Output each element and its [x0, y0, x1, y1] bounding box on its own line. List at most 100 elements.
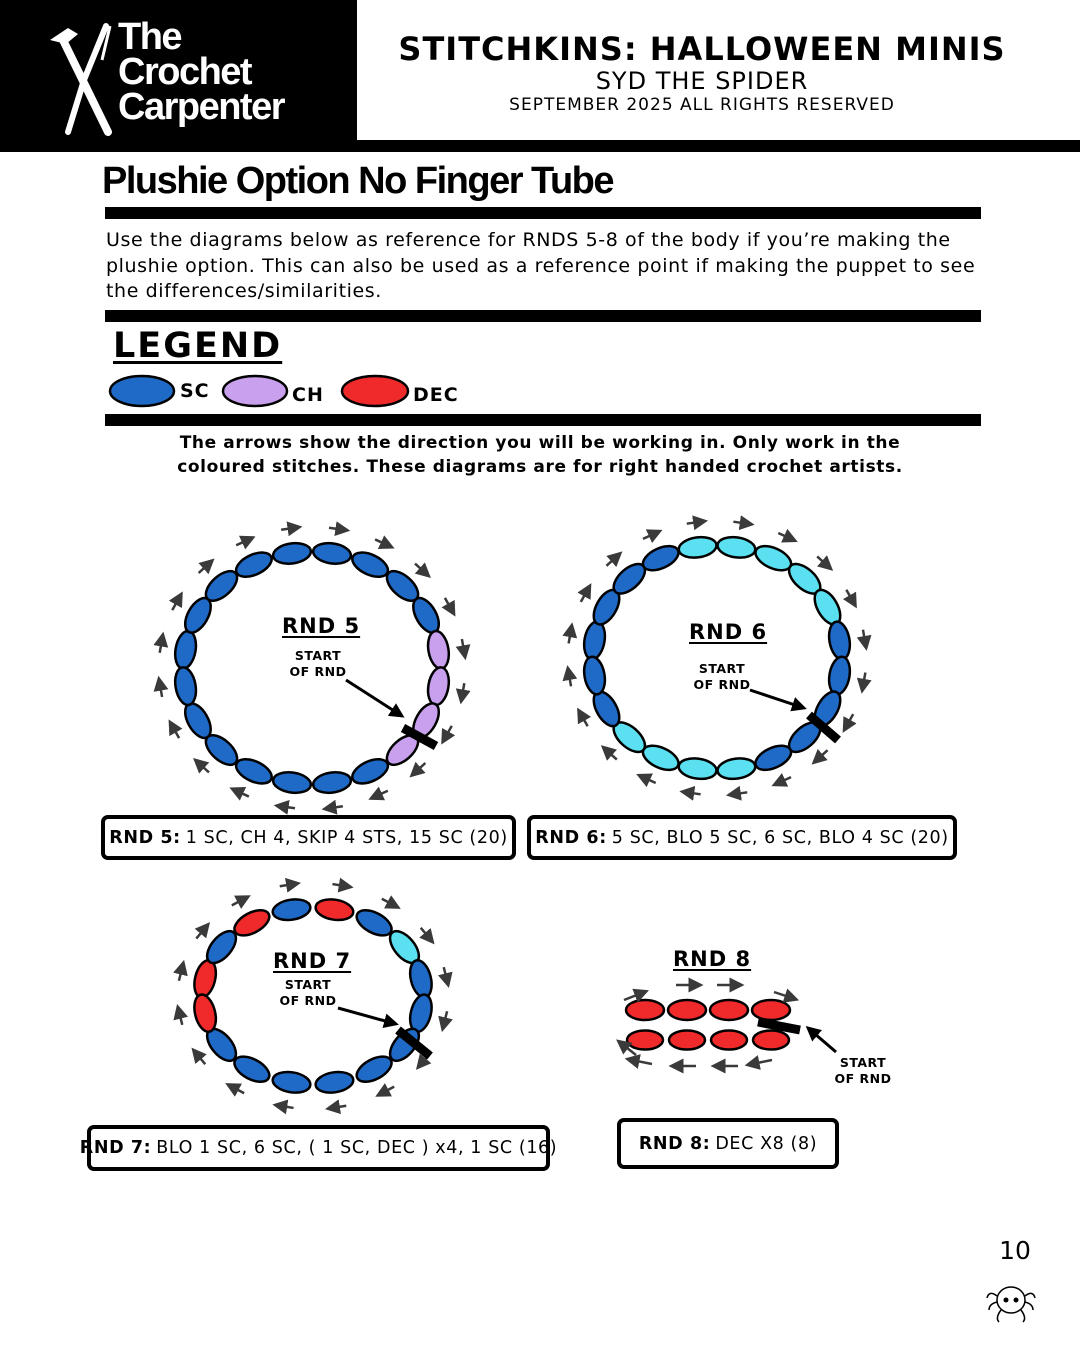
- rnd6-direction-arrow: [816, 555, 834, 571]
- rnd6-direction-arrow: [562, 665, 578, 687]
- start-text: START: [284, 977, 332, 992]
- rnd7-direction-arrow: [332, 877, 354, 893]
- rnd6-direction-arrow: [725, 785, 748, 801]
- intro-paragraph: Use the diagrams below as reference for …: [106, 229, 976, 302]
- rnd6-direction-arrow: [856, 672, 872, 694]
- rnd8-direction-arrow: [623, 988, 649, 1003]
- rnd7-stitch: [355, 909, 393, 937]
- rnd8-caption: RND 8:DEC X8 (8): [617, 1118, 839, 1169]
- rnd7-stitch: [314, 898, 355, 922]
- caption-text: 5 SC, BLO 5 SC, 6 SC, BLO 4 SC (20): [611, 827, 949, 848]
- rnd6-direction-arrow: [600, 745, 618, 761]
- rnd7-stitch: [271, 898, 312, 922]
- rnd7-stitch: [271, 1070, 312, 1094]
- rnd8-stitch: [624, 998, 666, 1022]
- rnd5-direction-arrow: [280, 521, 303, 537]
- rnd5-direction-arrow: [455, 638, 471, 661]
- rnd8-direction-arrow: [616, 1039, 637, 1056]
- rnd7-start-marker: [395, 1026, 433, 1060]
- rnd7-start-label: START OF RND: [273, 977, 343, 1009]
- rnd7-direction-arrow: [419, 927, 435, 945]
- rnd5-direction-arrow: [235, 535, 256, 550]
- divider: [105, 414, 981, 426]
- rnd6-direction-arrow: [842, 713, 857, 733]
- rnd6-stitch: [827, 655, 852, 696]
- rnd7-direction-arrow: [438, 966, 453, 989]
- rnd5-start-marker: [400, 724, 439, 750]
- rnd6-caption: RND 6:5 SC, BLO 5 SC, 6 SC, BLO 4 SC (20…: [527, 815, 957, 860]
- rnd7-direction-arrow: [438, 1010, 453, 1033]
- rnd6-direction-arrow: [686, 515, 709, 531]
- spider-mascot-icon: [986, 1286, 1036, 1323]
- rnd5-direction-arrow: [168, 719, 183, 739]
- logo-line: Carpenter: [118, 86, 286, 128]
- rnd7-direction-arrow: [375, 1083, 395, 1097]
- rnd5-caption: RND 5:1 SC, CH 4, SKIP 4 STS, 15 SC (20): [101, 815, 516, 860]
- legend-label-sc: SC: [180, 380, 210, 402]
- rnd6-direction-arrow: [777, 528, 798, 543]
- start-text: START: [839, 1055, 887, 1070]
- start-text: OF RND: [279, 993, 337, 1008]
- rnd6-direction-arrow: [562, 622, 578, 644]
- rnd6-stitch: [582, 620, 607, 661]
- logo-block: The Crochet Carpenter: [0, 0, 357, 152]
- rnd5-direction-arrow: [273, 799, 296, 815]
- rnd5-direction-arrow: [374, 535, 395, 549]
- legend-dec-swatch: [340, 374, 410, 408]
- rnd5-label: RND 5: [282, 614, 361, 638]
- rnd5-direction-arrow: [168, 591, 183, 611]
- rnd6-direction-arrow: [771, 773, 792, 787]
- rnd6-stitch: [827, 620, 852, 661]
- caption-bold: RND 8:: [638, 1133, 711, 1154]
- rnd7-stitch: [193, 993, 218, 1034]
- caption-text: 1 SC, CH 4, SKIP 4 STS, 15 SC (20): [185, 827, 508, 848]
- rnd5-direction-arrow: [197, 558, 215, 575]
- rnd8-direction-arrow: [624, 1054, 653, 1069]
- rnd5-stitch: [173, 629, 198, 670]
- rnd6-stitch: [716, 757, 757, 781]
- pattern-subtitle: SYD THE SPIDER: [595, 67, 809, 95]
- rnd6-direction-arrow: [605, 551, 623, 568]
- rnd8-stitch: [708, 998, 750, 1022]
- rnd8-stitch: [666, 998, 708, 1022]
- rnd6-stitch: [754, 744, 793, 772]
- page-number: 10: [999, 1236, 1031, 1265]
- start-text: START: [294, 648, 342, 663]
- caption-bold: RND 7:: [79, 1138, 152, 1158]
- section-title: Plushie Option No Finger Tube: [102, 160, 615, 202]
- rnd8-stitch: [625, 1029, 665, 1051]
- logo-line: The: [118, 16, 183, 58]
- rnd7-direction-arrow: [381, 895, 401, 909]
- rnd5-stitch: [351, 758, 390, 785]
- direction-note: The arrows show the direction you will b…: [177, 433, 903, 477]
- rnd8-start-marker: [757, 1017, 801, 1035]
- rnd6-stitch: [677, 757, 718, 781]
- rnd6-direction-arrow: [856, 629, 872, 651]
- caption-bold: RND 6:: [535, 827, 607, 848]
- rnd7-caption: RND 7:BLO 1 SC, 6 SC, ( 1 SC, DEC ) x4, …: [80, 1125, 557, 1171]
- caption-bold: RND 5:: [109, 827, 181, 848]
- rnd7-direction-arrow: [272, 1099, 294, 1115]
- rnd5-direction-arrow: [441, 597, 456, 617]
- rnd5-stitch: [311, 771, 353, 795]
- rnd7-direction-arrow: [225, 1083, 245, 1097]
- copyright-line: SEPTEMBER 2025 ALL RIGHTS RESERVED: [509, 95, 895, 115]
- rnd6-stitch: [582, 655, 607, 696]
- legend-label-dec: DEC: [413, 384, 459, 406]
- legend-title: LEGEND: [113, 326, 283, 366]
- start-text: START: [698, 661, 746, 676]
- caption-text: BLO 1 SC, 6 SC, ( 1 SC, DEC ) x4, 1 SC (…: [156, 1138, 558, 1158]
- rnd5-stitch: [311, 541, 353, 565]
- rnd7-start-pointer: [337, 1006, 399, 1029]
- rnd5-direction-arrow: [153, 631, 169, 654]
- rnd5-direction-arrow: [328, 521, 351, 537]
- start-text: OF RND: [693, 677, 751, 692]
- rnd7-direction-arrow: [173, 1003, 188, 1026]
- divider: [105, 207, 981, 219]
- rnd6-direction-arrow: [679, 785, 701, 801]
- rnd6-stitch: [716, 535, 757, 559]
- rnd6-direction-arrow: [636, 773, 657, 788]
- rnd5-direction-arrow: [414, 562, 431, 579]
- rnd5-direction-arrow: [441, 725, 456, 745]
